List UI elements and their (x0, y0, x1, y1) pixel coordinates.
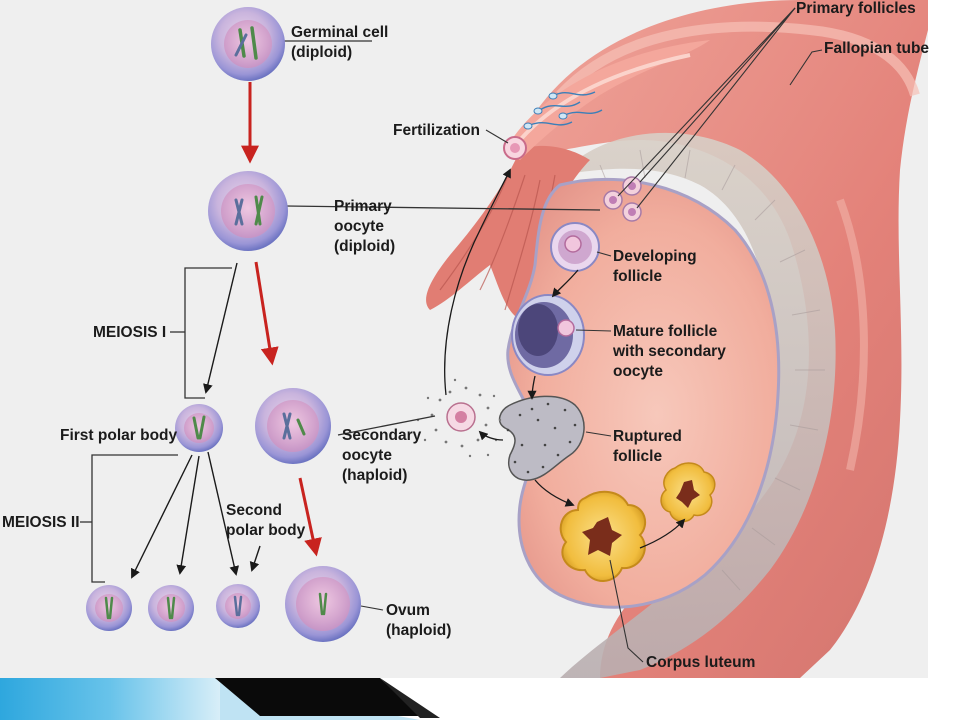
label-germinal-cell: Germinal cell (diploid) (291, 24, 393, 61)
label-meiosis-2: MEIOSIS II (2, 514, 80, 531)
polar-body-cell (86, 585, 132, 631)
label-ruptured-follicle: Ruptured follicle (613, 428, 686, 465)
label-fallopian-tube: Fallopian tube (824, 40, 929, 57)
developing-follicle (550, 222, 600, 272)
corpus-luteum-large (559, 490, 647, 582)
label-corpus-luteum: Corpus luteum (646, 654, 755, 671)
polar-body-cell (148, 585, 194, 631)
meiosis-flow (80, 7, 601, 642)
label-primary-oocyte: Primary oocyte (diploid) (334, 198, 396, 255)
label-ovum: Ovum (haploid) (386, 602, 451, 639)
ovary-illustration (416, 0, 928, 679)
fimbriae-band (560, 132, 836, 679)
primary-oocyte-cell (208, 171, 288, 251)
labels: Germinal cell (diploid) Primary oocyte (… (2, 0, 929, 671)
fallopian-tube-wall (515, 0, 928, 678)
label-primary-follicles: Primary follicles (796, 0, 916, 17)
label-secondary-oocyte: Secondary oocyte (haploid) (342, 427, 426, 484)
label-fertilization: Fertilization (393, 122, 480, 139)
corpus-luteum-small (660, 462, 716, 523)
sperm-cells (529, 91, 603, 126)
first-polar-body-cell (175, 404, 223, 452)
germinal-cell (211, 7, 285, 81)
secondary-oocyte-cell (255, 388, 331, 464)
second-polar-body-cell (216, 584, 260, 628)
label-developing-follicle: Developing follicle (613, 248, 701, 285)
label-mature-follicle: Mature follicle with secondary oocyte (612, 323, 730, 380)
footer-bar (0, 678, 960, 720)
released-oocyte (416, 378, 502, 458)
label-first-polar-body: First polar body (60, 427, 178, 444)
label-second-polar-body: Second polar body (226, 502, 306, 539)
mature-follicle (511, 294, 585, 376)
leader-lines (360, 7, 823, 663)
ovum-cell (285, 566, 361, 642)
label-meiosis-1: MEIOSIS I (93, 324, 166, 341)
primary-follicles (603, 176, 642, 222)
ruptured-follicle (498, 395, 585, 481)
fimbriae (426, 145, 590, 320)
